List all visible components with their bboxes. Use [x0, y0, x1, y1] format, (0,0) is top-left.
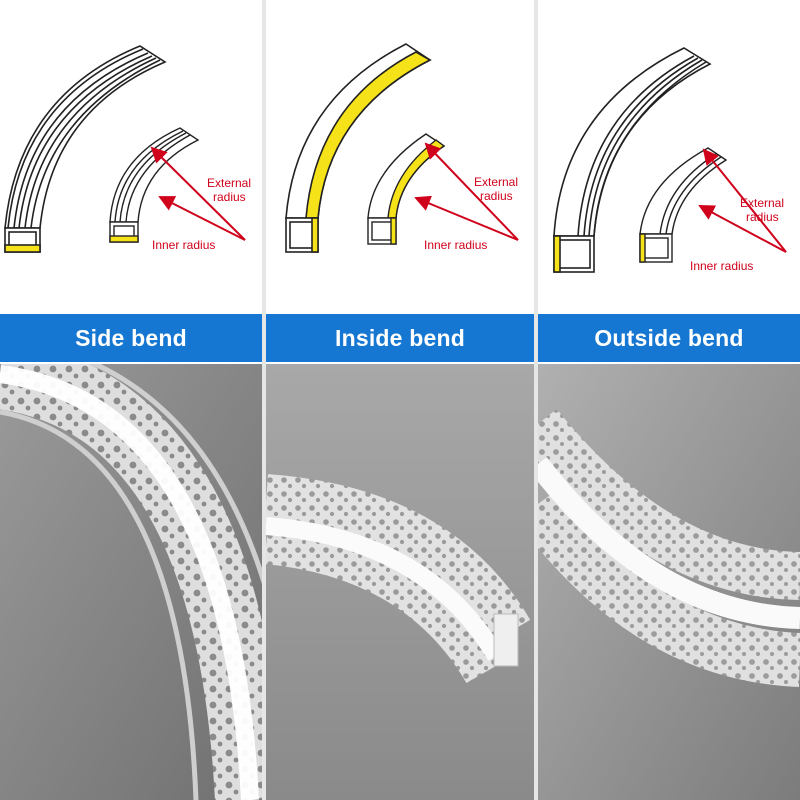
inside-bend-title: Inside bend — [335, 324, 465, 351]
external-radius-label-line2: radius — [480, 189, 513, 203]
inner-radius-arrow — [158, 196, 246, 241]
side-bend-diagram: External radius Inner radius — [0, 0, 262, 312]
external-radius-label-line1: External — [207, 176, 251, 190]
small-profile-drawing — [109, 127, 200, 243]
inside-bend-diagram: External radius Inner radius — [266, 0, 534, 312]
large-profile-drawing — [285, 43, 432, 253]
external-radius-arrow — [150, 146, 246, 241]
inner-radius-label: Inner radius — [152, 238, 215, 252]
inside-bend-banner: Inside bend — [266, 314, 534, 362]
panel-outside-bend: External radius Inner radius Outside ben… — [538, 0, 800, 800]
panel-divider — [262, 0, 266, 800]
inner-radius-arrow — [698, 205, 787, 253]
panel-side-bend: External radius Inner radius Side bend — [0, 0, 262, 800]
side-bend-title: Side bend — [75, 324, 187, 351]
external-radius-label-line1: External — [740, 196, 784, 210]
inner-radius-arrow — [414, 195, 519, 241]
inner-radius-label: Inner radius — [690, 259, 753, 273]
external-radius-label-line2: radius — [746, 210, 779, 224]
large-profile-drawing — [4, 45, 167, 253]
outside-bend-title: Outside bend — [594, 324, 744, 351]
large-profile-drawing — [553, 47, 712, 273]
side-bend-banner: Side bend — [0, 314, 262, 362]
panel-divider — [534, 0, 538, 800]
external-radius-label-line1: External — [474, 175, 518, 189]
side-bend-photo — [0, 364, 262, 800]
inside-bend-photo — [266, 364, 534, 800]
external-radius-label-line2: radius — [213, 190, 246, 204]
external-radius-arrow — [424, 142, 519, 241]
panel-inside-bend: External radius Inner radius Inside bend — [266, 0, 534, 800]
outside-bend-photo — [538, 364, 800, 800]
small-profile-drawing — [639, 147, 728, 263]
outside-bend-diagram: External radius Inner radius — [538, 0, 800, 312]
inner-radius-label: Inner radius — [424, 238, 487, 252]
outside-bend-banner: Outside bend — [538, 314, 800, 362]
external-radius-arrow — [702, 148, 787, 253]
